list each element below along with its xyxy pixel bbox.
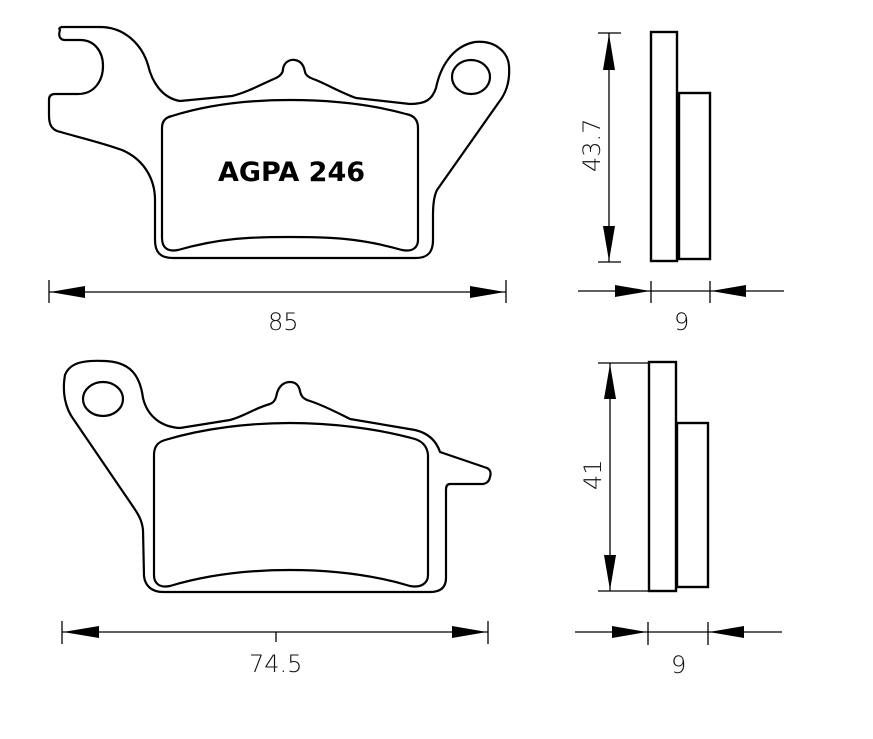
pad-1-mounting-hole	[450, 58, 492, 96]
pad-1-side-view: 43.7 9	[578, 30, 784, 336]
arrowhead-right	[612, 626, 647, 638]
pad-1-side-friction	[677, 91, 712, 261]
arrowhead-right	[452, 626, 487, 638]
arrowhead-up	[603, 34, 615, 70]
arrowhead-left	[709, 626, 744, 638]
arrowhead-left	[50, 286, 85, 298]
dimension-label-width: 85	[268, 308, 299, 336]
dimension-label-thickness: 9	[671, 651, 686, 679]
part-label: AGPA 246	[218, 157, 365, 188]
pad-2-front-view	[62, 359, 492, 594]
arrowhead-left	[63, 626, 99, 638]
pad-2-backing-plate	[62, 359, 492, 594]
arrowhead-right	[615, 285, 650, 297]
pad-1-side-backing-plate	[649, 30, 679, 263]
dimension-label-thickness: 9	[674, 308, 689, 336]
pad-1-backing-plate	[47, 25, 511, 260]
dimension-85: 85	[48, 280, 507, 336]
pad-2-friction-material	[152, 421, 430, 588]
dimension-label-height: 43.7	[578, 119, 606, 172]
pad-2-side-friction	[675, 421, 710, 589]
pad-1-friction-material	[160, 98, 420, 252]
dimension-label-width: 74.5	[249, 650, 302, 678]
pad-2-side-view: 41 9	[575, 360, 782, 679]
arrowhead-up	[604, 364, 616, 399]
arrowhead-down	[603, 226, 615, 261]
arrowhead-right	[470, 286, 505, 298]
arrowhead-left	[711, 285, 746, 297]
arrowhead-down	[604, 555, 616, 590]
pad-2-side-backing-plate	[647, 360, 678, 593]
pad-1-front-view: AGPA 246	[47, 25, 511, 260]
dimension-74-5: 74.5	[61, 621, 489, 678]
pad-2-mounting-hole	[81, 380, 125, 418]
dimension-label-height: 41	[579, 459, 607, 490]
